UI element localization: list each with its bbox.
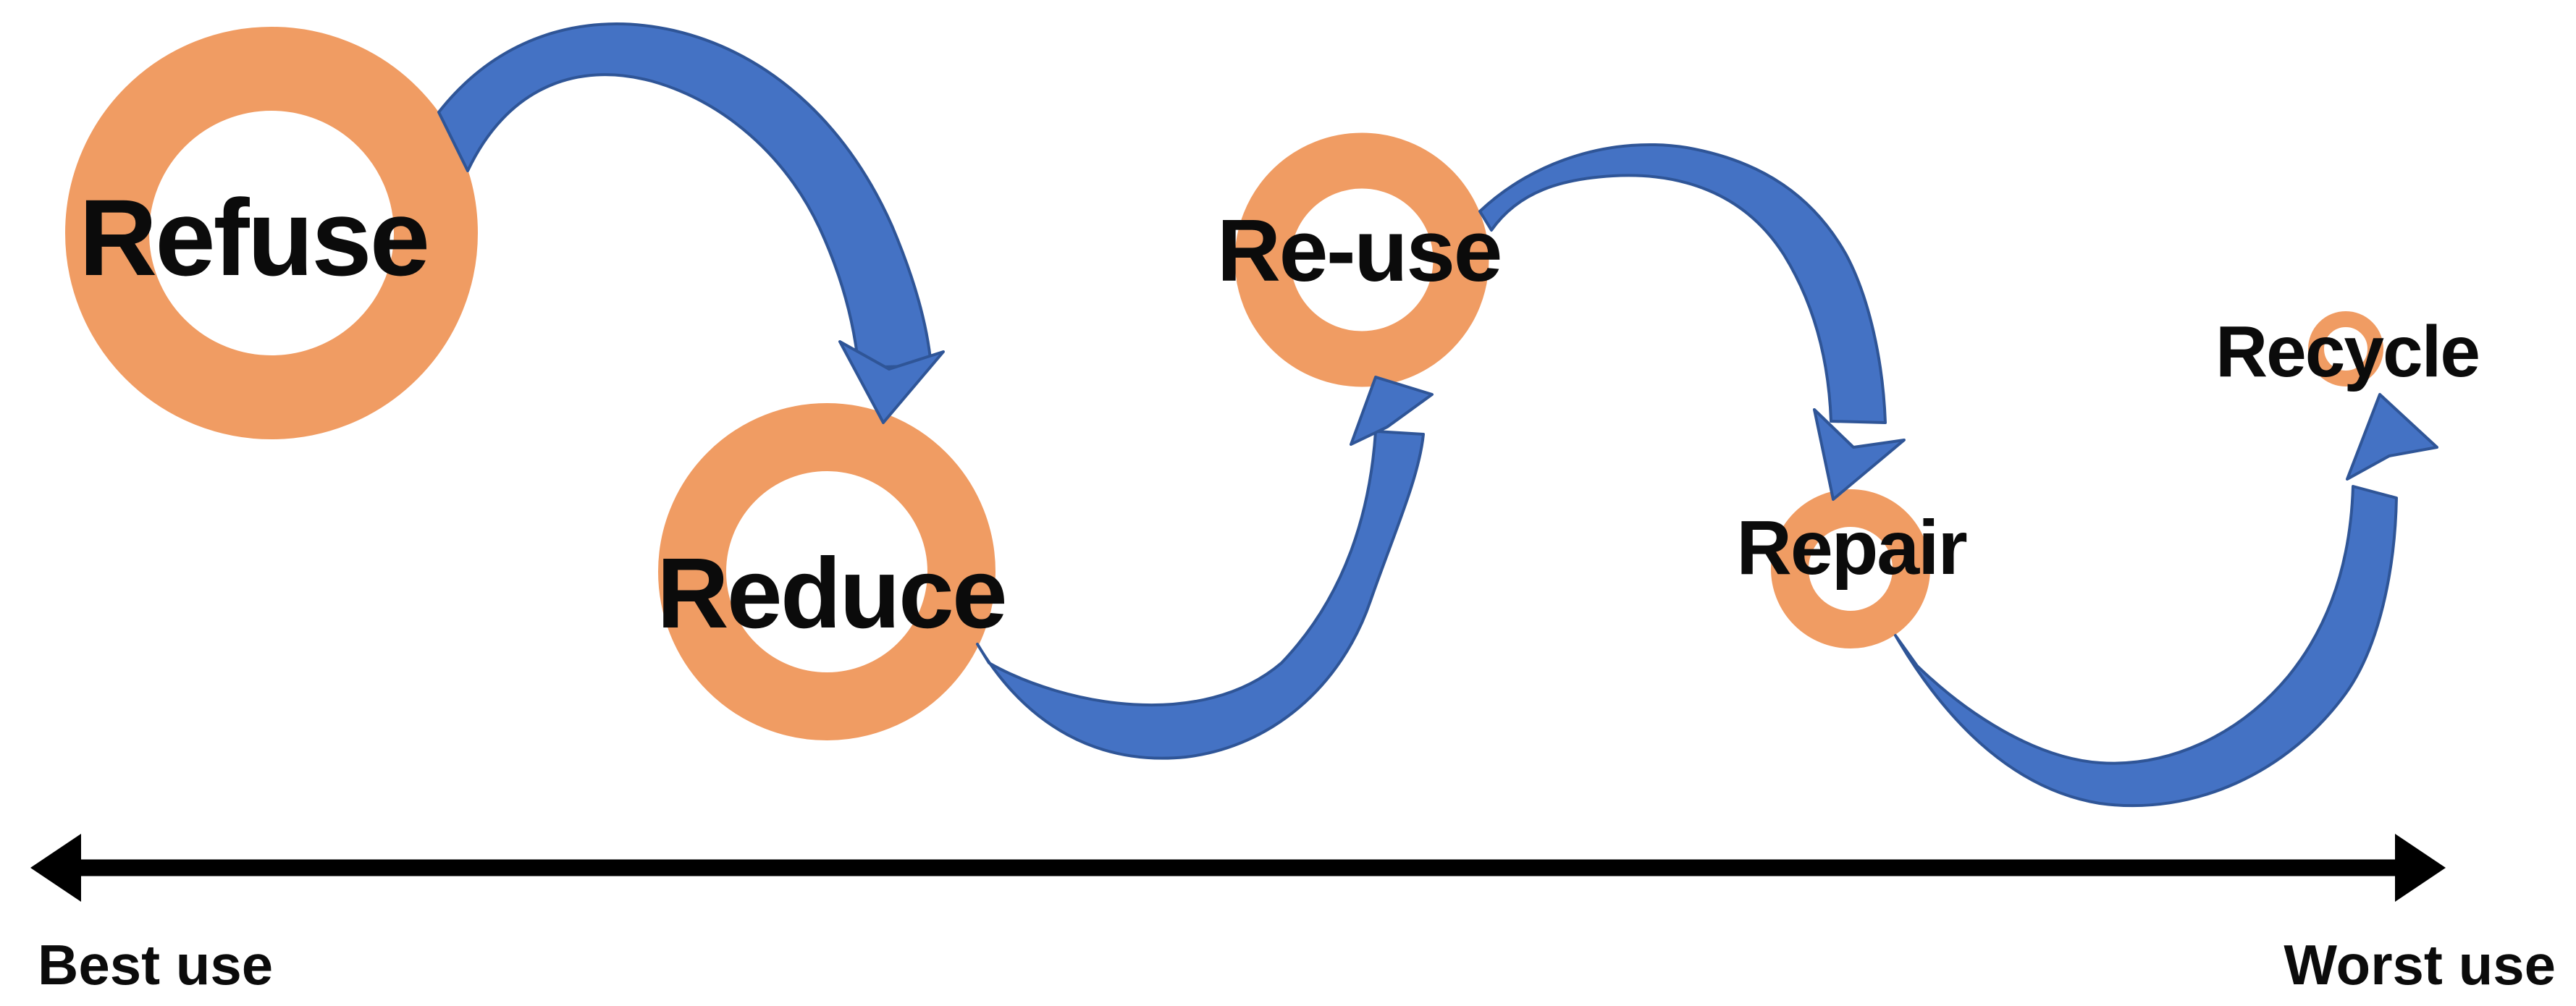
axis-arrowhead-right-icon [2395,834,2446,902]
flow-arrow-refuse-to-reduce [437,22,945,424]
arrowhead-down-icon [838,340,945,424]
worst-use-label: Worst use [2284,933,2556,997]
flow-arrow-reuse-to-repair [1478,143,1906,501]
repair-ring [1771,489,1930,648]
arrowhead-down-icon [1813,408,1906,501]
curved-arrow-band [1894,485,2398,808]
curved-arrow-band [976,430,1425,760]
reuse-ring [1234,132,1489,387]
flow-arrow-reduce-to-reuse [976,376,1434,760]
curved-arrow-band [1478,143,1887,424]
refuse-label: Refuse [79,177,428,298]
reduce-label: Reduce [657,538,1006,649]
stage-rings [65,27,2383,740]
refuse-ring [65,27,478,439]
flow-arrow-repair-to-recycle [1894,393,2438,808]
reuse-label: Re-use [1217,201,1501,300]
reduce-ring [658,403,996,740]
arrowhead-up-icon [1350,376,1434,446]
stage-labels: Refuse Reduce Re-use Repair Recycle [79,177,2480,649]
best-use-label: Best use [38,933,273,997]
repair-label: Repair [1736,505,1966,591]
axis-arrowhead-left-icon [30,834,81,902]
arrowhead-up-icon [2346,393,2438,481]
recycle-label: Recycle [2215,311,2479,392]
best-worst-axis: Best use Worst use [30,834,2556,997]
curved-arrow-band [437,22,933,369]
recycle-ring [2308,311,2383,386]
